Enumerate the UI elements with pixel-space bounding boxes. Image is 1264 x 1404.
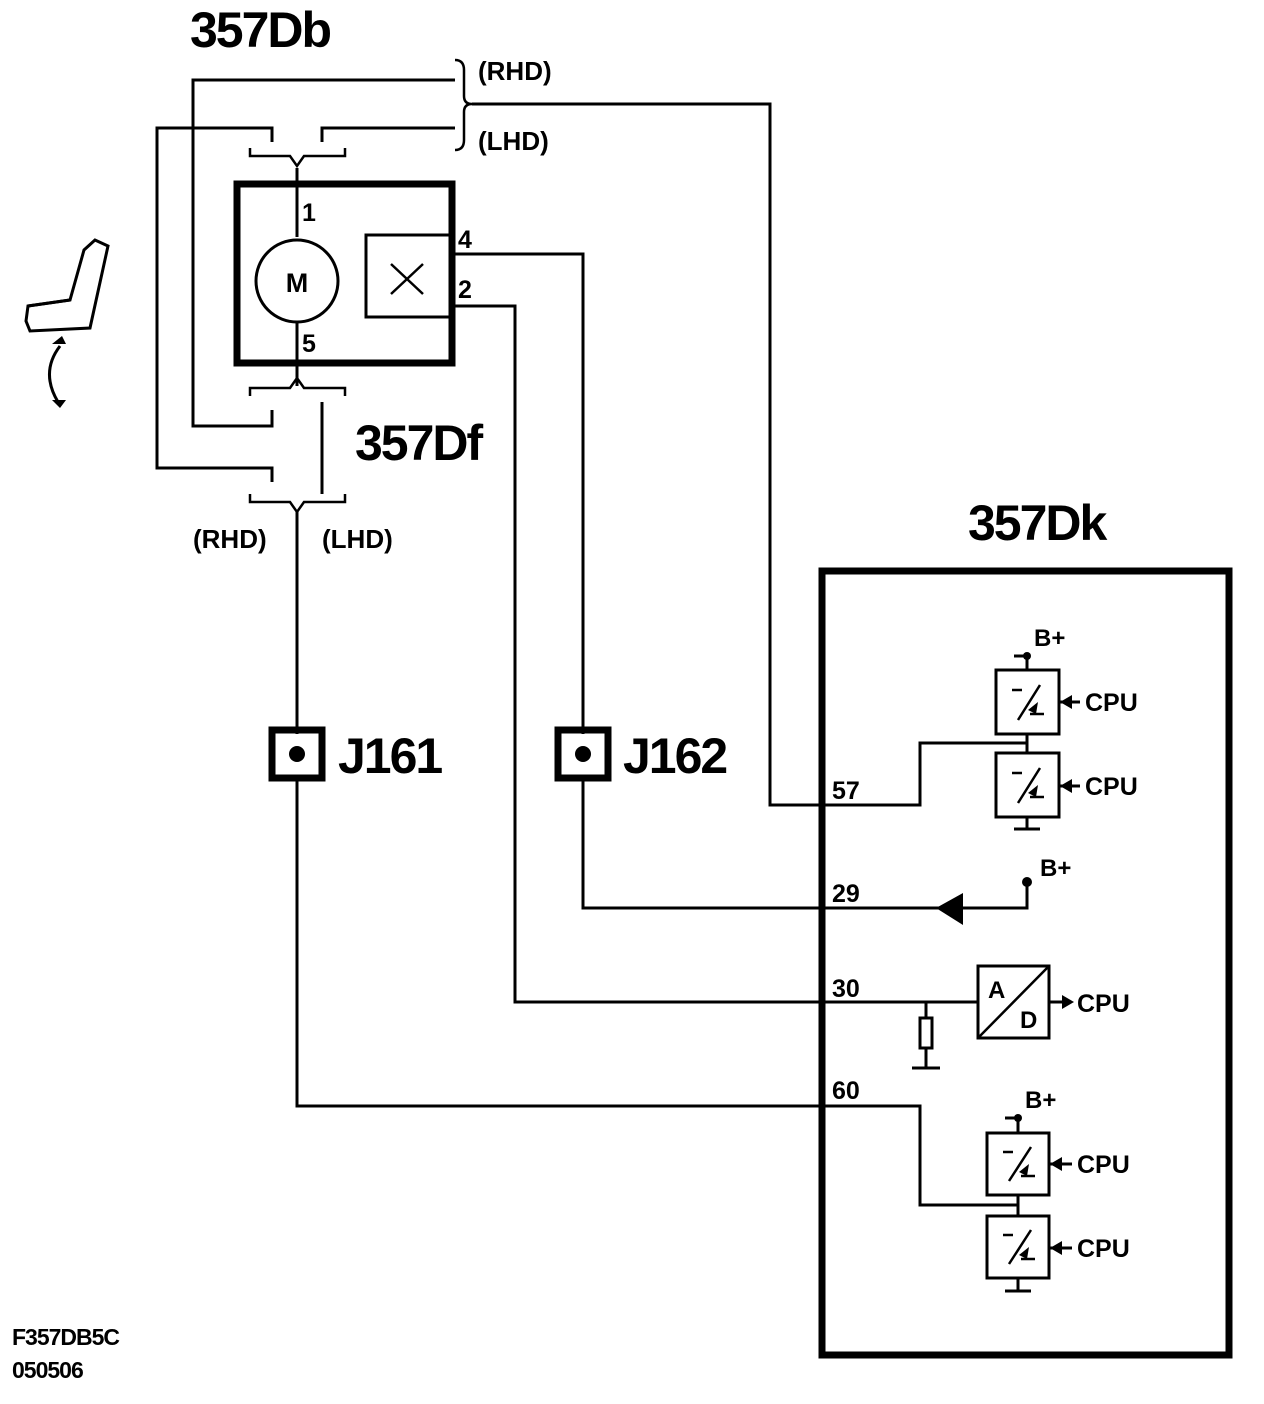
ad-converter-icon: [976, 964, 1074, 1040]
resistor-icon: [912, 1002, 940, 1070]
adc-label-a: A: [988, 977, 1005, 1004]
lower-driver-pair: [985, 1114, 1072, 1293]
position-sensor-icon: [364, 233, 454, 319]
wire-pin2: [452, 304, 822, 1004]
motor-assembly-box: [233, 180, 456, 367]
transistor-switch-icon: [985, 1214, 1051, 1280]
control-unit-label-357dk: 357Dk: [968, 495, 1108, 551]
wires-top: [155, 78, 822, 807]
connector-357df-brace-upper: [248, 375, 347, 396]
variant-brace-top: [454, 58, 473, 152]
upper-driver-pair: [994, 652, 1080, 831]
transistor-switch-icon: [994, 751, 1061, 819]
connector-label-357db: 357Db: [190, 2, 331, 58]
motor-pin-5: 5: [302, 330, 316, 358]
adc-label-d: D: [1020, 1007, 1037, 1034]
variant-label-rhd-bottom: (RHD): [193, 524, 267, 554]
motor-symbol: M: [286, 268, 309, 298]
diagram-code: F357DB5C: [12, 1324, 119, 1350]
diode-arrow-icon: [936, 877, 1032, 925]
diagram-date: 050506: [12, 1357, 83, 1383]
variant-label-lhd-bottom: (LHD): [322, 524, 393, 554]
cu-pin-29: 29: [832, 880, 860, 908]
control-unit-box: [818, 567, 1233, 1359]
junction-j162: [554, 726, 612, 782]
rotation-arrow-icon: [48, 336, 66, 408]
cpu-label-5: CPU: [1077, 1235, 1130, 1263]
variant-label-rhd-top: (RHD): [478, 56, 552, 86]
supply-label-3: B+: [1025, 1087, 1056, 1114]
seat-recline-icon: [24, 238, 110, 333]
variant-label-lhd-top: (LHD): [478, 126, 549, 156]
junction-j161: [268, 726, 326, 782]
cpu-label-4: CPU: [1077, 1151, 1130, 1179]
connector-357db-brace: [248, 148, 347, 169]
sensor-pin-4: 4: [458, 226, 472, 254]
junction-label-j162: J162: [623, 728, 726, 784]
cu-pin-57: 57: [832, 777, 860, 805]
transistor-switch-icon: [985, 1131, 1051, 1197]
connector-label-357df: 357Df: [355, 415, 484, 471]
cpu-label-1: CPU: [1085, 689, 1138, 717]
motor-icon: [254, 238, 340, 324]
wire-pin4: [452, 252, 585, 734]
cpu-label-2: CPU: [1085, 773, 1138, 801]
supply-label-2: B+: [1040, 855, 1071, 882]
wire-j162-pin29: [581, 778, 940, 910]
sensor-pin-2: 2: [458, 276, 472, 304]
wire-j161-pin60: [295, 778, 1018, 1207]
internal-wire-57: [822, 741, 1027, 807]
cu-pin-60: 60: [832, 1077, 860, 1105]
junction-label-j161: J161: [338, 728, 442, 784]
transistor-switch-icon: [994, 668, 1061, 736]
cpu-label-3: CPU: [1077, 990, 1130, 1018]
motor-pin-1: 1: [302, 199, 316, 227]
supply-label-1: B+: [1034, 625, 1065, 652]
cu-pin-30: 30: [832, 975, 860, 1003]
connector-357df-brace-lower: [248, 494, 347, 515]
